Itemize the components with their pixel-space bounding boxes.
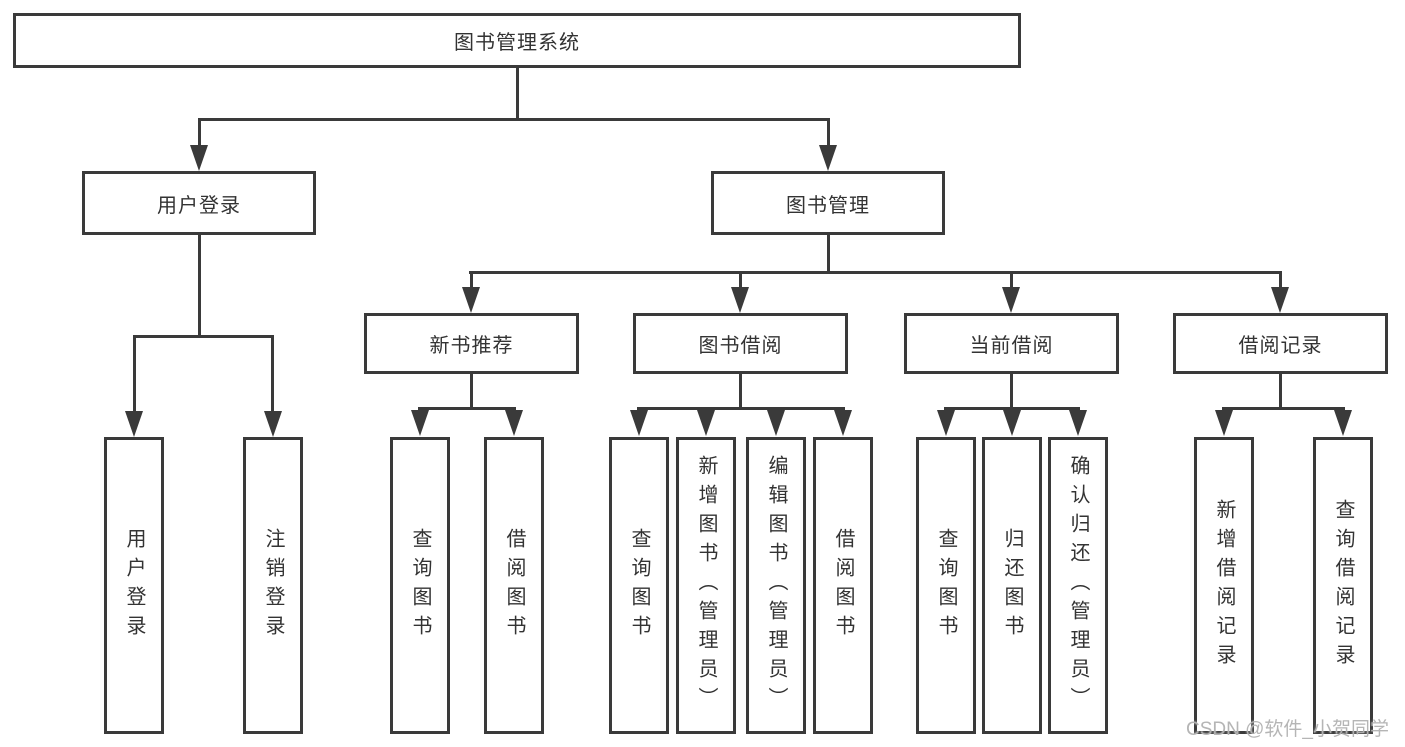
- connector-line: [516, 68, 519, 120]
- node-library-system: 图书管理系统: [13, 13, 1021, 68]
- node-user-login: 用户登录: [82, 171, 316, 235]
- leaf-confirm-return-admin: 确认归还（管理员）: [1048, 437, 1108, 734]
- arrow-down-icon: [731, 287, 749, 313]
- arrow-down-icon: [834, 410, 852, 436]
- node-label: 新增借阅记录: [1213, 498, 1235, 673]
- node-book-borrow: 图书借阅: [633, 313, 848, 374]
- node-label: 确认归还（管理员）: [1067, 455, 1089, 716]
- arrow-down-icon: [1271, 287, 1289, 313]
- node-label: 查询图书: [628, 527, 650, 644]
- node-label: 查询图书: [409, 527, 431, 644]
- arrow-down-icon: [462, 287, 480, 313]
- connector-line: [827, 118, 830, 150]
- node-label: 编辑图书（管理员）: [765, 455, 787, 716]
- arrow-down-icon: [1215, 410, 1233, 436]
- arrow-down-icon: [125, 411, 143, 437]
- connector-line: [418, 407, 516, 410]
- arrow-down-icon: [1002, 287, 1020, 313]
- node-label: 归还图书: [1001, 527, 1023, 644]
- connector-line: [944, 407, 1080, 410]
- arrow-down-icon: [630, 410, 648, 436]
- node-new-book-recommend: 新书推荐: [364, 313, 579, 374]
- connector-line: [133, 335, 136, 413]
- arrow-down-icon: [190, 145, 208, 171]
- connector-line: [198, 118, 830, 121]
- node-label: 新增图书（管理员）: [695, 455, 717, 716]
- leaf-query-books-current: 查询图书: [916, 437, 976, 734]
- arrow-down-icon: [767, 410, 785, 436]
- arrow-down-icon: [819, 145, 837, 171]
- connector-line: [1279, 271, 1282, 289]
- connector-line: [198, 235, 201, 337]
- connector-line: [271, 335, 274, 413]
- leaf-logout: 注销登录: [243, 437, 303, 734]
- node-borrow-records: 借阅记录: [1173, 313, 1388, 374]
- node-label: 新书推荐: [429, 335, 514, 357]
- leaf-user-login: 用户登录: [104, 437, 164, 734]
- node-label: 用户登录: [157, 194, 241, 217]
- node-label: 借阅图书: [503, 527, 525, 644]
- leaf-borrow-books-recommend: 借阅图书: [484, 437, 544, 734]
- arrow-down-icon: [505, 410, 523, 436]
- arrow-down-icon: [697, 410, 715, 436]
- arrow-down-icon: [264, 411, 282, 437]
- node-label: 借阅图书: [832, 527, 854, 644]
- leaf-add-borrow-record: 新增借阅记录: [1194, 437, 1254, 734]
- connector-line: [470, 374, 473, 409]
- leaf-borrow-books: 借阅图书: [813, 437, 873, 734]
- node-label: 用户登录: [123, 527, 145, 644]
- leaf-return-books: 归还图书: [982, 437, 1042, 734]
- watermark: CSDN @软件_小贺同学: [1186, 719, 1389, 740]
- leaf-add-books-admin: 新增图书（管理员）: [676, 437, 736, 734]
- leaf-query-books-borrow: 查询图书: [609, 437, 669, 734]
- node-label: 注销登录: [262, 527, 284, 644]
- connector-line: [1222, 407, 1345, 410]
- connector-line: [469, 271, 1281, 274]
- connector-line: [739, 271, 742, 289]
- connector-line: [739, 374, 742, 409]
- node-label: 查询图书: [935, 527, 957, 644]
- leaf-query-borrow-record: 查询借阅记录: [1313, 437, 1373, 734]
- connector-line: [198, 118, 201, 150]
- leaf-query-books-recommend: 查询图书: [390, 437, 450, 734]
- node-label: 查询借阅记录: [1332, 498, 1354, 673]
- arrow-down-icon: [1334, 410, 1352, 436]
- node-current-borrow: 当前借阅: [904, 313, 1119, 374]
- arrow-down-icon: [1003, 410, 1021, 436]
- node-label: 当前借阅: [969, 335, 1054, 357]
- connector-line: [470, 271, 473, 289]
- connector-line: [1279, 374, 1282, 409]
- arrow-down-icon: [1069, 410, 1087, 436]
- arrow-down-icon: [411, 410, 429, 436]
- connector-line: [1010, 271, 1013, 289]
- arrow-down-icon: [937, 410, 955, 436]
- node-label: 图书管理系统: [454, 32, 580, 54]
- node-label: 图书借阅: [698, 335, 783, 357]
- connector-line: [133, 335, 274, 338]
- connector-line: [1010, 374, 1013, 409]
- node-book-management: 图书管理: [711, 171, 945, 235]
- node-label: 借阅记录: [1238, 335, 1323, 357]
- leaf-edit-books-admin: 编辑图书（管理员）: [746, 437, 806, 734]
- node-label: 图书管理: [786, 194, 870, 217]
- connector-line: [827, 235, 830, 273]
- connector-line: [637, 407, 845, 410]
